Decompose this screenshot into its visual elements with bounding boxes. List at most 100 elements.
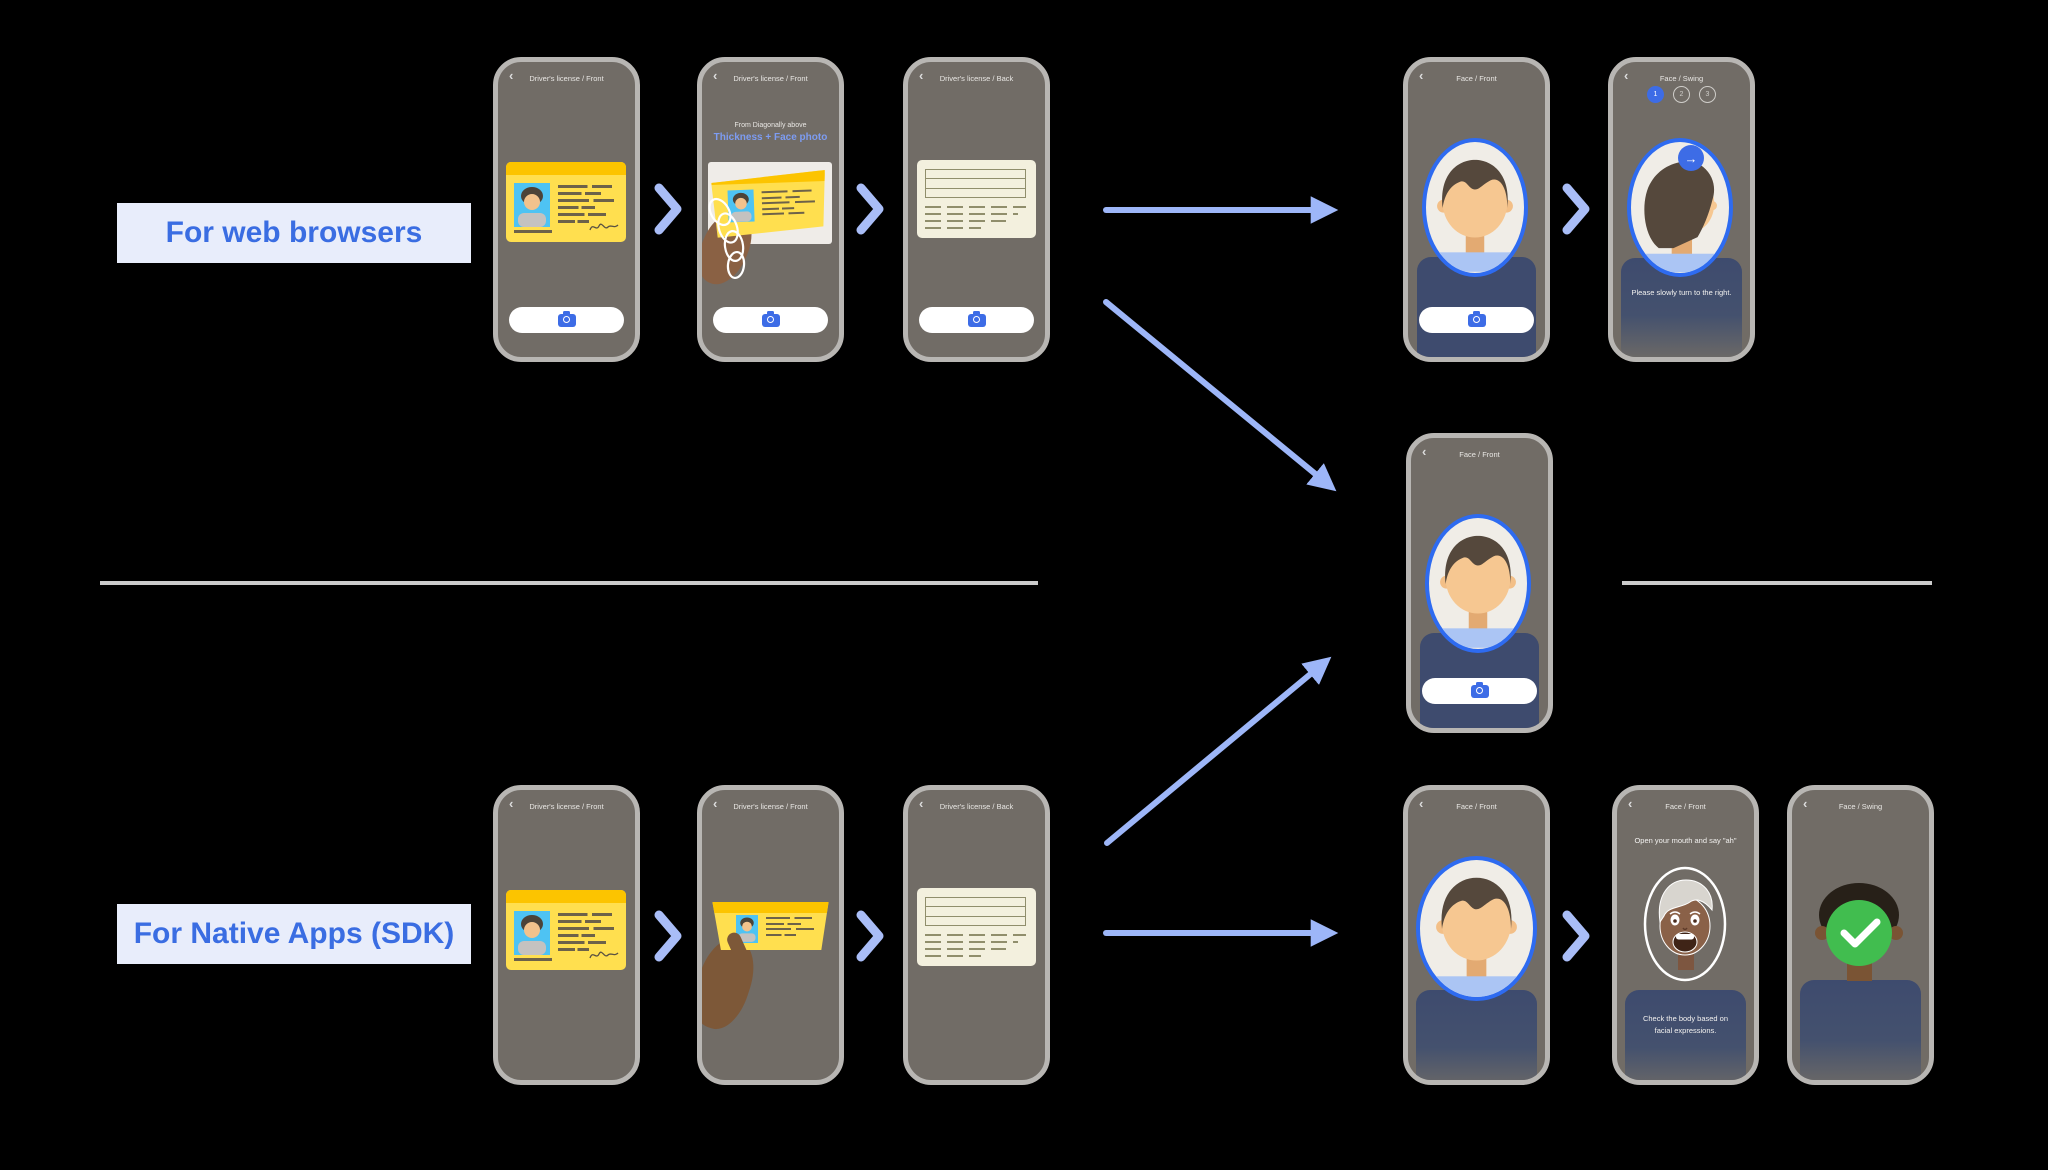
shoulders — [1800, 980, 1921, 1080]
capture-hint-line2: Thickness + Face photo — [713, 132, 828, 143]
capture-button[interactable] — [713, 307, 828, 333]
card-color-band — [506, 162, 626, 175]
flow-arrow — [1103, 299, 1337, 492]
back-icon[interactable]: ‹ — [1422, 444, 1427, 459]
capture-button[interactable] — [1419, 307, 1534, 333]
card-text-lines — [925, 206, 1026, 234]
card-text-lines — [925, 934, 1026, 962]
phone-shared-face-front: ‹ Face / Front — [1406, 433, 1553, 733]
phone-web-face-front: ‹ Face / Front — [1403, 57, 1550, 362]
check-circle-icon — [1826, 900, 1892, 966]
phone-sdk-face-complete: ‹ Face / Swing — [1787, 785, 1934, 1085]
screen-title: Face / Front — [1456, 74, 1497, 83]
checkmark-icon — [1840, 918, 1881, 948]
turn-right-arrow-icon: → — [1678, 145, 1704, 171]
liveness-prompt: Open your mouth and say "ah" — [1634, 836, 1737, 845]
face-oval — [1422, 138, 1528, 277]
license-front-card — [506, 890, 626, 970]
back-icon[interactable]: ‹ — [713, 796, 718, 811]
card-portrait — [736, 915, 758, 943]
card-color-band — [506, 890, 626, 903]
screen-title: Driver's license / Front — [529, 802, 604, 811]
card-table — [925, 897, 1026, 926]
screen-title: Driver's license / Front — [733, 802, 808, 811]
screen-title: Driver's license / Front — [529, 74, 604, 83]
camera-icon — [557, 310, 576, 327]
card-text-lines — [558, 913, 619, 955]
signature-squiggle — [589, 223, 619, 231]
capture-hint-line1: From Diagonally above — [734, 122, 807, 129]
screen-title: Face / Swing — [1838, 802, 1883, 811]
step-1-active: 1 — [1647, 86, 1664, 103]
back-icon[interactable]: ‹ — [1803, 796, 1808, 811]
divider-left — [100, 581, 1038, 585]
card-color-band — [712, 902, 829, 913]
capture-button[interactable] — [509, 307, 624, 333]
card-text-lines — [766, 917, 817, 939]
back-icon[interactable]: ‹ — [1628, 796, 1633, 811]
back-icon[interactable]: ‹ — [713, 68, 718, 83]
signature-squiggle — [589, 951, 619, 959]
face-oval — [1416, 856, 1537, 1001]
card-text-lines — [558, 185, 619, 227]
back-icon[interactable]: ‹ — [509, 796, 514, 811]
step-indicator: 1 2 3 — [1613, 86, 1750, 103]
back-icon[interactable]: ‹ — [509, 68, 514, 83]
back-icon[interactable]: ‹ — [919, 68, 924, 83]
license-back-card — [917, 888, 1036, 966]
sdk-flow-label: For Native Apps (SDK) — [117, 904, 471, 964]
phone-web-dl-front-diagonal: ‹ Driver's license / Front From Diagonal… — [697, 57, 844, 362]
phone-sdk-dl-front: ‹ Driver's license / Front — [493, 785, 640, 1085]
license-front-card — [506, 162, 626, 242]
capture-button[interactable] — [1422, 678, 1537, 704]
phone-sdk-face-front: ‹ Face / Front — [1403, 785, 1550, 1085]
phone-sdk-dl-back: ‹ Driver's license / Back — [903, 785, 1050, 1085]
liveness-note-line2: facial expressions. — [1654, 1026, 1717, 1035]
card-portrait — [514, 911, 550, 955]
back-icon[interactable]: ‹ — [1419, 68, 1424, 83]
screen-title: Driver's license / Back — [939, 802, 1014, 811]
hand-outline-icon — [708, 197, 746, 280]
phone-web-dl-front: ‹ Driver's license / Front — [493, 57, 640, 362]
liveness-note-line1: Check the body based on — [1642, 1014, 1729, 1023]
next-step-chevron-icon — [856, 910, 884, 962]
back-icon[interactable]: ‹ — [1624, 68, 1629, 83]
web-flow-label: For web browsers — [117, 203, 471, 263]
swing-caption: Please slowly turn to the right. — [1631, 288, 1732, 297]
screen-title: Face / Swing — [1659, 74, 1704, 83]
back-icon[interactable]: ‹ — [1419, 796, 1424, 811]
card-footer-line — [514, 230, 552, 233]
back-icon[interactable]: ‹ — [919, 796, 924, 811]
camera-icon — [1470, 681, 1489, 698]
liveness-face-outline — [1643, 866, 1727, 982]
card-footer-line — [514, 958, 552, 961]
card-table — [925, 169, 1026, 198]
license-card-perspective — [712, 902, 829, 950]
phone-web-dl-back: ‹ Driver's license / Back — [903, 57, 1050, 362]
divider-right — [1622, 581, 1932, 585]
camera-icon — [761, 310, 780, 327]
next-step-chevron-icon — [1562, 183, 1590, 235]
phone-sdk-face-liveness: ‹ Face / Front Open your mouth and say "… — [1612, 785, 1759, 1085]
camera-icon — [1467, 310, 1486, 327]
license-back-card — [917, 160, 1036, 238]
shoulders — [1416, 990, 1537, 1080]
face-oval — [1425, 514, 1531, 653]
step-3: 3 — [1699, 86, 1716, 103]
next-step-chevron-icon — [1562, 910, 1590, 962]
card-portrait — [514, 183, 550, 227]
verified-person — [1815, 883, 1903, 981]
capture-button[interactable] — [919, 307, 1034, 333]
flow-arrow — [1104, 656, 1332, 846]
phone-web-face-swing: ‹ Face / Swing 1 2 3 → Please slowly tur… — [1608, 57, 1755, 362]
screen-title: Face / Front — [1665, 802, 1706, 811]
phone-sdk-dl-front-diagonal: ‹ Driver's license / Front — [697, 785, 844, 1085]
next-step-chevron-icon — [654, 910, 682, 962]
screen-title: Face / Front — [1459, 450, 1500, 459]
next-step-chevron-icon — [654, 183, 682, 235]
next-step-chevron-icon — [856, 183, 884, 235]
screen-title: Driver's license / Back — [939, 74, 1014, 83]
step-2: 2 — [1673, 86, 1690, 103]
